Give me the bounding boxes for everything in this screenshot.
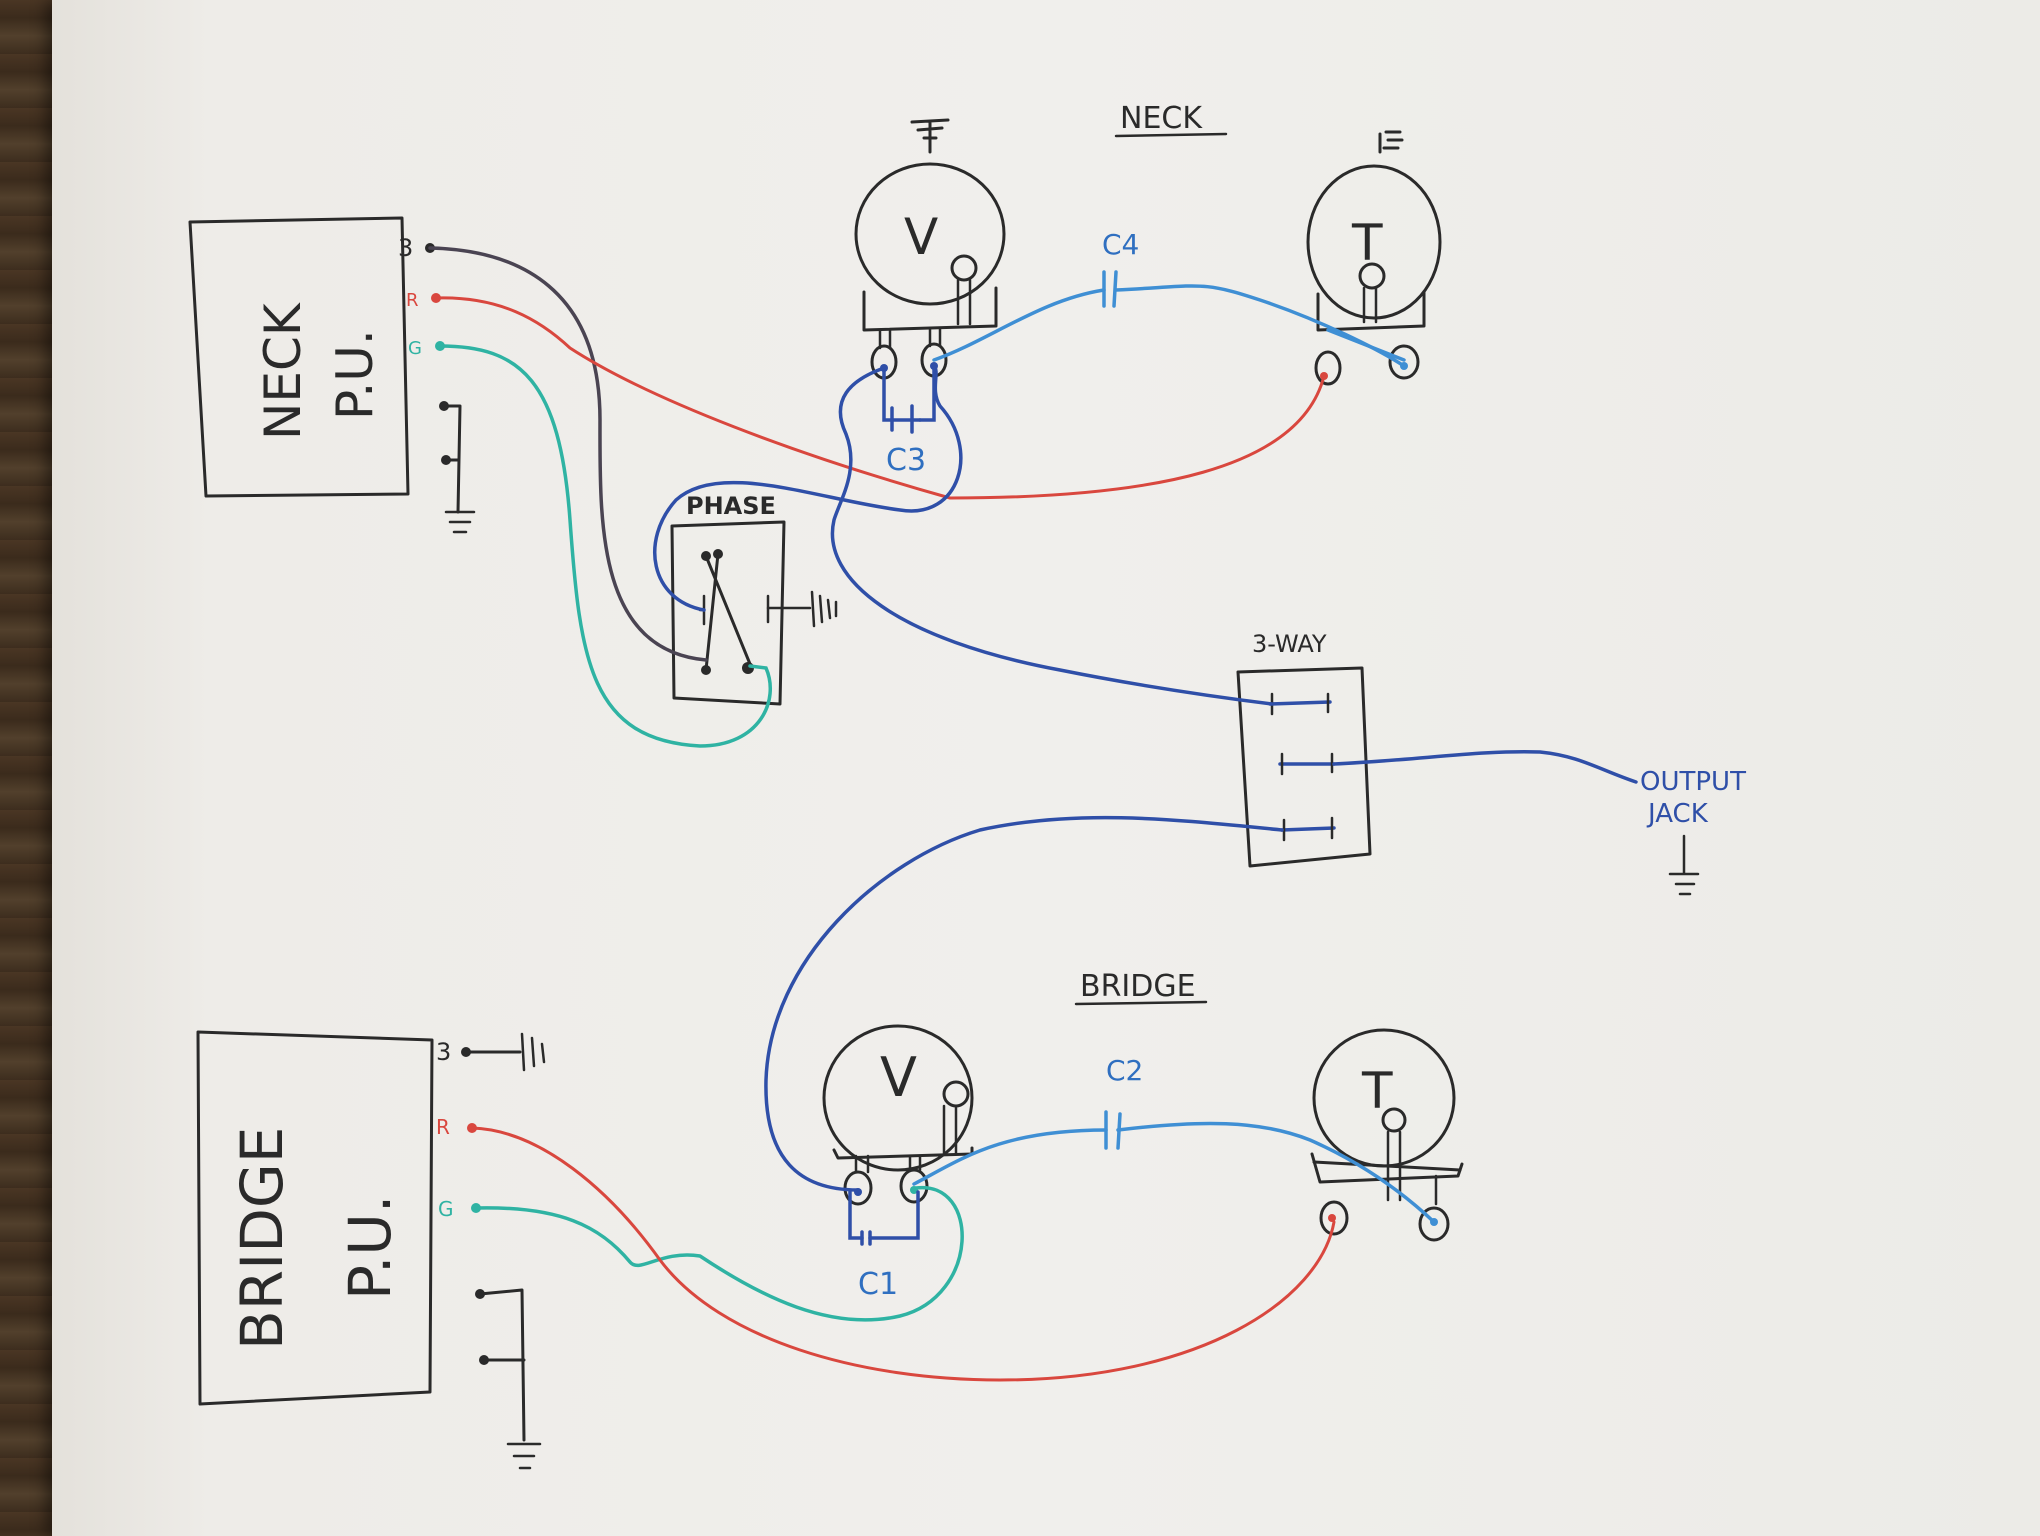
bridge-terminal-3-label: 3 xyxy=(436,1038,451,1066)
neck-volume-base xyxy=(862,286,998,332)
output-jack-label-line1: OUTPUT xyxy=(1640,767,1746,797)
neck-ground-dot-2 xyxy=(441,455,451,465)
neck-tone-lug-1 xyxy=(1314,350,1342,386)
capacitor-c3: C3 xyxy=(886,404,926,478)
c3-plates xyxy=(890,404,922,434)
bridge-ground-icon xyxy=(506,1442,542,1470)
wire-neck-tone-jumper xyxy=(1326,328,1406,362)
bridge-pickup-label-line2: P.U. xyxy=(336,1195,404,1300)
wire-bridge-r-red xyxy=(470,1126,1336,1382)
neck-pickup-label-line2: P.U. xyxy=(326,329,384,420)
neck-heading: NECK xyxy=(1120,101,1203,136)
bridge-ground-dot-1 xyxy=(475,1289,485,1299)
three-way-switch-label: 3-WAY xyxy=(1252,630,1327,658)
bridge-ground-dot-2 xyxy=(479,1355,489,1365)
neck-ground-dot-1 xyxy=(439,401,449,411)
phase-switch: PHASE xyxy=(670,492,838,706)
wire-neck-volume-to-3way xyxy=(830,366,1274,706)
neck-volume-body xyxy=(854,162,1006,306)
output-jack-ground-icon xyxy=(1668,834,1700,896)
bridge-tone-lug-1 xyxy=(1319,1200,1349,1236)
neck-pickup: NECK P.U. 3 R G xyxy=(188,216,476,534)
capacitor-c2: C2 xyxy=(1104,1054,1143,1150)
wire-neck-r-red xyxy=(434,296,1326,500)
neck-terminal-3-label: 3 xyxy=(398,234,413,262)
bridge-volume-pot: V xyxy=(822,1024,974,1206)
neck-tone-label: T xyxy=(1351,214,1383,272)
neck-tone-wiper-leg xyxy=(1362,286,1378,324)
bridge-volume-body xyxy=(822,1024,974,1172)
bridge-heading: BRIDGE xyxy=(1080,969,1196,1004)
c4-label: C4 xyxy=(1102,228,1139,261)
paper-sheet xyxy=(52,0,2040,1536)
c1-label: C1 xyxy=(858,1267,898,1302)
neck-volume-wiper-leg xyxy=(956,278,972,326)
bridge-heading-underline xyxy=(1074,1000,1208,1006)
wire-3way-bridge-volume xyxy=(764,815,1284,1192)
three-way-lugs-3 xyxy=(1282,816,1334,842)
bridge-3-ground-icon xyxy=(520,1032,546,1072)
three-way-lugs-2 xyxy=(1280,752,1334,776)
phase-cross-wires xyxy=(704,552,752,672)
bridge-volume-wiper xyxy=(942,1080,970,1108)
phase-lug-3 xyxy=(701,665,711,675)
wire-3way-output xyxy=(1332,750,1638,784)
neck-pickup-label-line1: NECK xyxy=(254,302,312,440)
neck-heading-underline xyxy=(1114,132,1228,138)
three-way-row-3 xyxy=(1280,826,1336,832)
wire-phase-neck-volume xyxy=(653,364,963,612)
three-way-switch-body xyxy=(1236,666,1372,868)
output-jack-label-line2: JACK xyxy=(1646,799,1709,829)
neck-tone-pot: T xyxy=(1306,130,1442,386)
neck-ground-icon xyxy=(444,510,476,534)
three-way-row-1 xyxy=(1268,700,1332,706)
c2-label: C2 xyxy=(1106,1054,1143,1087)
bridge-tone-lug-2 xyxy=(1418,1206,1450,1242)
phase-switch-label: PHASE xyxy=(686,492,776,520)
bridge-volume-label: V xyxy=(880,1046,917,1109)
phase-switch-body xyxy=(670,520,786,706)
wire-neck-3-black xyxy=(428,246,708,662)
neck-tone-base xyxy=(1316,290,1426,332)
bridge-terminal-r-label: R xyxy=(436,1115,450,1139)
wire-c3-leads xyxy=(882,366,936,422)
bridge-tone-lug-1-solder xyxy=(1328,1214,1336,1222)
wire-neck-g-teal xyxy=(438,344,772,748)
wire-bridge-g-teal xyxy=(474,1186,964,1322)
neck-volume-wiper xyxy=(950,254,978,282)
bridge-volume-lug-legs xyxy=(854,1154,922,1174)
neck-pickup-box xyxy=(188,216,410,498)
bridge-tone-wiper xyxy=(1381,1107,1407,1133)
three-way-switch: 3-WAY xyxy=(1236,630,1372,868)
bridge-volume-lug-2 xyxy=(899,1168,929,1204)
neck-terminal-r-label: R xyxy=(406,290,419,311)
bridge-pickup-label-line1: BRIDGE xyxy=(228,1127,296,1350)
bridge-tone-legs xyxy=(1386,1130,1438,1206)
neck-volume-pot: V xyxy=(854,118,1006,380)
bridge-pickup-box xyxy=(196,1030,434,1406)
bridge-volume-base xyxy=(832,1146,974,1160)
bridge-terminal-g-label: G xyxy=(438,1197,454,1221)
capacitor-c4: C4 xyxy=(1102,228,1139,308)
capacitor-c1: C1 xyxy=(858,1230,898,1302)
wire-c1-leads xyxy=(848,1190,920,1240)
bridge-ground-wire xyxy=(478,1288,526,1442)
neck-volume-lug-legs xyxy=(878,326,942,350)
neck-terminal-g-label: G xyxy=(408,338,422,359)
phase-ground-icon xyxy=(810,590,838,628)
c3-label: C3 xyxy=(886,443,926,478)
neck-tone-ground-icon xyxy=(1378,130,1404,154)
bridge-pickup: BRIDGE P.U. 3 R G xyxy=(196,1030,546,1470)
bridge-tone-pot: T xyxy=(1310,1028,1464,1242)
neck-volume-label: V xyxy=(904,208,938,266)
neck-tone-wiper xyxy=(1358,262,1386,290)
wire-bridge-c2 xyxy=(912,1121,1436,1224)
bridge-volume-wiper-leg xyxy=(942,1104,958,1156)
neck-volume-ground-icon xyxy=(910,118,950,154)
c4-plates xyxy=(1102,270,1118,308)
output-jack: OUTPUT JACK xyxy=(1640,767,1746,896)
neck-tone-lug-2 xyxy=(1388,344,1420,380)
neck-tone-body xyxy=(1306,164,1442,320)
